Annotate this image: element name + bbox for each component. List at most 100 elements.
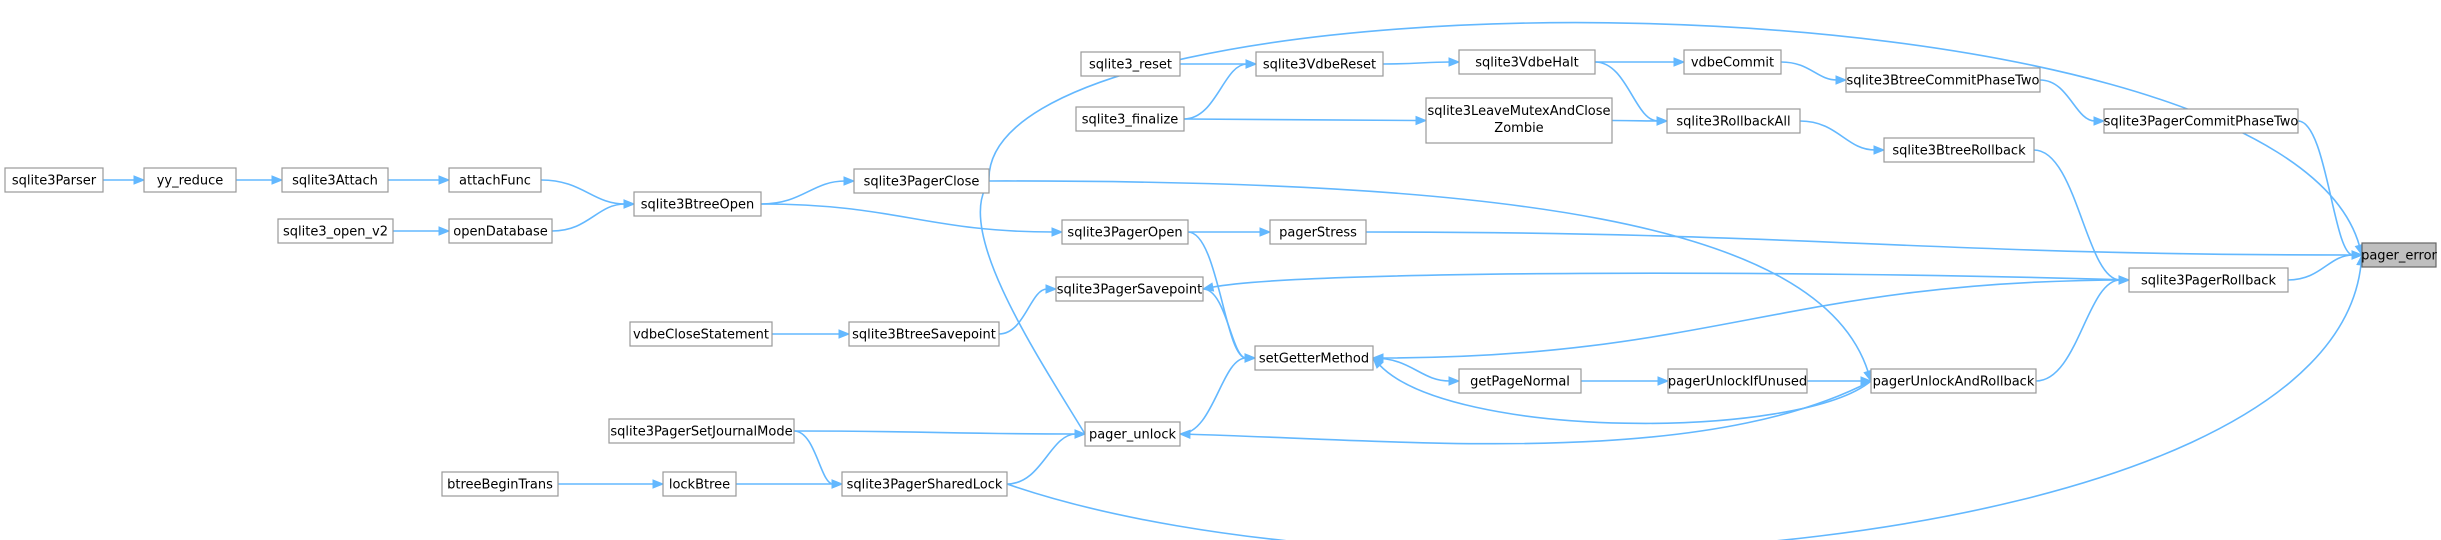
node-sqlite3BtreeSavepoint[interactable]: sqlite3BtreeSavepoint xyxy=(848,321,1000,347)
node-label: sqlite3PagerOpen xyxy=(1067,226,1182,241)
node-vdbeCloseStatement[interactable]: vdbeCloseStatement xyxy=(629,321,773,347)
arrowhead xyxy=(623,199,636,209)
node-label: sqlite3LeaveMutexAndClose xyxy=(1427,104,1610,119)
edge-sqlite3PagerSharedLock-to-pager_unlock xyxy=(1006,429,1087,485)
node-sqlite3RollbackAll[interactable]: sqlite3RollbackAll xyxy=(1666,108,1801,134)
node-sqlite3PagerRollback[interactable]: sqlite3PagerRollback xyxy=(2128,267,2289,293)
node-lockBtree[interactable]: lockBtree xyxy=(662,471,737,497)
node-sqlite3PagerClose[interactable]: sqlite3PagerClose xyxy=(853,168,990,194)
edge-pagerUnlockIfUnused-to-pagerUnlockAndRollback xyxy=(1807,376,1873,386)
edge-line xyxy=(1780,61,1838,81)
node-box xyxy=(1080,51,1181,77)
node-box xyxy=(633,191,762,217)
node-sqlite3VdbeReset[interactable]: sqlite3VdbeReset xyxy=(1255,51,1384,77)
node-label: sqlite3BtreeRollback xyxy=(1892,144,2026,159)
edge-line xyxy=(1202,288,1247,359)
node-sqlite3VdbeHalt[interactable]: sqlite3VdbeHalt xyxy=(1458,49,1596,75)
node-sqlite3Parser[interactable]: sqlite3Parser xyxy=(4,167,104,193)
node-sqlite3PagerSavepoint[interactable]: sqlite3PagerSavepoint xyxy=(1055,276,1204,302)
node-label: pager_unlock xyxy=(1089,428,1177,443)
node-box xyxy=(2128,267,2289,293)
node-box xyxy=(1055,276,1204,302)
node-getPageNormal[interactable]: getPageNormal xyxy=(1458,368,1582,394)
node-label: lockBtree xyxy=(669,478,730,493)
node-sqlite3_finalize[interactable]: sqlite3_finalize xyxy=(1075,106,1185,132)
arrowhead xyxy=(1178,429,1191,440)
node-sqlite3_open_v2[interactable]: sqlite3_open_v2 xyxy=(277,218,394,244)
node-pager_unlock[interactable]: pager_unlock xyxy=(1084,421,1181,447)
node-sqlite3BtreeCommitPhaseTwo[interactable]: sqlite3BtreeCommitPhaseTwo xyxy=(1845,67,2041,93)
node-label: sqlite3_reset xyxy=(1089,58,1172,73)
edge-sqlite3PagerSetJournalMode-to-pager_unlock xyxy=(793,429,1087,439)
edge-sqlite3PagerRollback-to-sqlite3PagerSavepoint xyxy=(1201,272,2130,292)
node-sqlite3BtreeRollback[interactable]: sqlite3BtreeRollback xyxy=(1883,137,2035,163)
edge-vdbeCloseStatement-to-sqlite3BtreeSavepoint xyxy=(772,329,851,339)
node-label: sqlite3PagerCommitPhaseTwo xyxy=(2104,115,2299,130)
arrowhead xyxy=(271,175,284,185)
edge-line xyxy=(988,180,1870,373)
node-box xyxy=(841,471,1008,497)
node-pagerStress[interactable]: pagerStress xyxy=(1269,219,1367,245)
node-label: Zombie xyxy=(1494,121,1543,136)
edge-pagerUnlockAndRollback-to-setGetterMethod xyxy=(1372,357,1872,425)
node-label: sqlite3BtreeSavepoint xyxy=(852,328,996,343)
node-vdbeCommit[interactable]: vdbeCommit xyxy=(1683,49,1782,75)
edge-sqlite3BtreeSavepoint-to-sqlite3PagerSavepoint xyxy=(998,284,1058,335)
node-btreeBeginTrans[interactable]: btreeBeginTrans xyxy=(441,471,559,497)
node-label: sqlite3RollbackAll xyxy=(1676,115,1790,130)
node-sqlite3PagerOpen[interactable]: sqlite3PagerOpen xyxy=(1061,219,1189,245)
arrowhead xyxy=(2118,275,2131,285)
arrowhead xyxy=(1051,227,1064,237)
edge-line xyxy=(551,203,626,232)
node-box xyxy=(2103,108,2299,134)
node-box xyxy=(448,218,553,244)
edge-line xyxy=(1365,231,2354,256)
node-sqlite3_reset[interactable]: sqlite3_reset xyxy=(1080,51,1181,77)
node-box xyxy=(1883,137,2035,163)
node-label: openDatabase xyxy=(453,225,547,240)
node-pagerUnlockAndRollback[interactable]: pagerUnlockAndRollback xyxy=(1870,368,2037,394)
node-setGetterMethod[interactable]: setGetterMethod xyxy=(1254,345,1374,371)
node-pagerUnlockIfUnused[interactable]: pagerUnlockIfUnused xyxy=(1667,368,1808,394)
node-box xyxy=(2361,242,2437,268)
edge-sqlite3BtreeOpen-to-sqlite3PagerOpen xyxy=(760,203,1064,237)
edge-sqlite3PagerSharedLock-to-pager_error xyxy=(1006,253,2366,540)
edge-sqlite3Attach-to-attachFunc xyxy=(388,175,451,185)
node-label: sqlite3PagerClose xyxy=(864,175,980,190)
node-box xyxy=(1683,49,1782,75)
node-yy_reduce[interactable]: yy_reduce xyxy=(143,167,237,193)
edge-setGetterMethod-to-getPageNormal xyxy=(1372,357,1461,386)
edge-line xyxy=(2033,149,2121,281)
node-sqlite3Attach[interactable]: sqlite3Attach xyxy=(281,167,389,193)
node-pager_error[interactable]: pager_error xyxy=(2361,242,2438,268)
edge-sqlite3Parser-to-yy_reduce xyxy=(103,175,146,185)
edge-line xyxy=(1183,118,1418,122)
node-sqlite3BtreeOpen[interactable]: sqlite3BtreeOpen xyxy=(633,191,762,217)
edge-sqlite3BtreeCommitPhaseTwo-to-sqlite3PagerCommitPhaseTwo xyxy=(2039,79,2106,126)
edge-sqlite3VdbeReset-to-sqlite3VdbeHalt xyxy=(1382,57,1461,67)
arrowhead xyxy=(1656,116,1669,126)
edge-line xyxy=(1179,357,1247,435)
node-sqlite3PagerSetJournalMode[interactable]: sqlite3PagerSetJournalMode xyxy=(608,418,795,444)
arrowhead xyxy=(831,479,844,489)
node-box xyxy=(662,471,737,497)
edge-pager_unlock-to-setGetterMethod xyxy=(1179,353,1257,435)
edge-line xyxy=(2287,254,2354,281)
node-label: sqlite3PagerSetJournalMode xyxy=(610,425,792,440)
edge-line xyxy=(760,203,1054,233)
node-attachFunc[interactable]: attachFunc xyxy=(448,167,542,193)
edge-line xyxy=(2039,79,2096,122)
node-sqlite3PagerSharedLock[interactable]: sqlite3PagerSharedLock xyxy=(841,471,1008,497)
node-sqlite3PagerCommitPhaseTwo[interactable]: sqlite3PagerCommitPhaseTwo xyxy=(2103,108,2299,134)
node-openDatabase[interactable]: openDatabase xyxy=(448,218,553,244)
edge-line xyxy=(1211,272,2130,289)
node-label: sqlite3_open_v2 xyxy=(283,225,388,240)
edge-sqlite3_open_v2-to-openDatabase xyxy=(393,226,451,236)
node-box xyxy=(1061,219,1189,245)
node-label: pagerUnlockIfUnused xyxy=(1668,375,1807,390)
arrowhead xyxy=(1045,284,1058,294)
edge-vdbeCommit-to-sqlite3BtreeCommitPhaseTwo xyxy=(1780,61,1848,85)
edge-sqlite3PagerRollback-to-pager_error xyxy=(2287,250,2364,281)
